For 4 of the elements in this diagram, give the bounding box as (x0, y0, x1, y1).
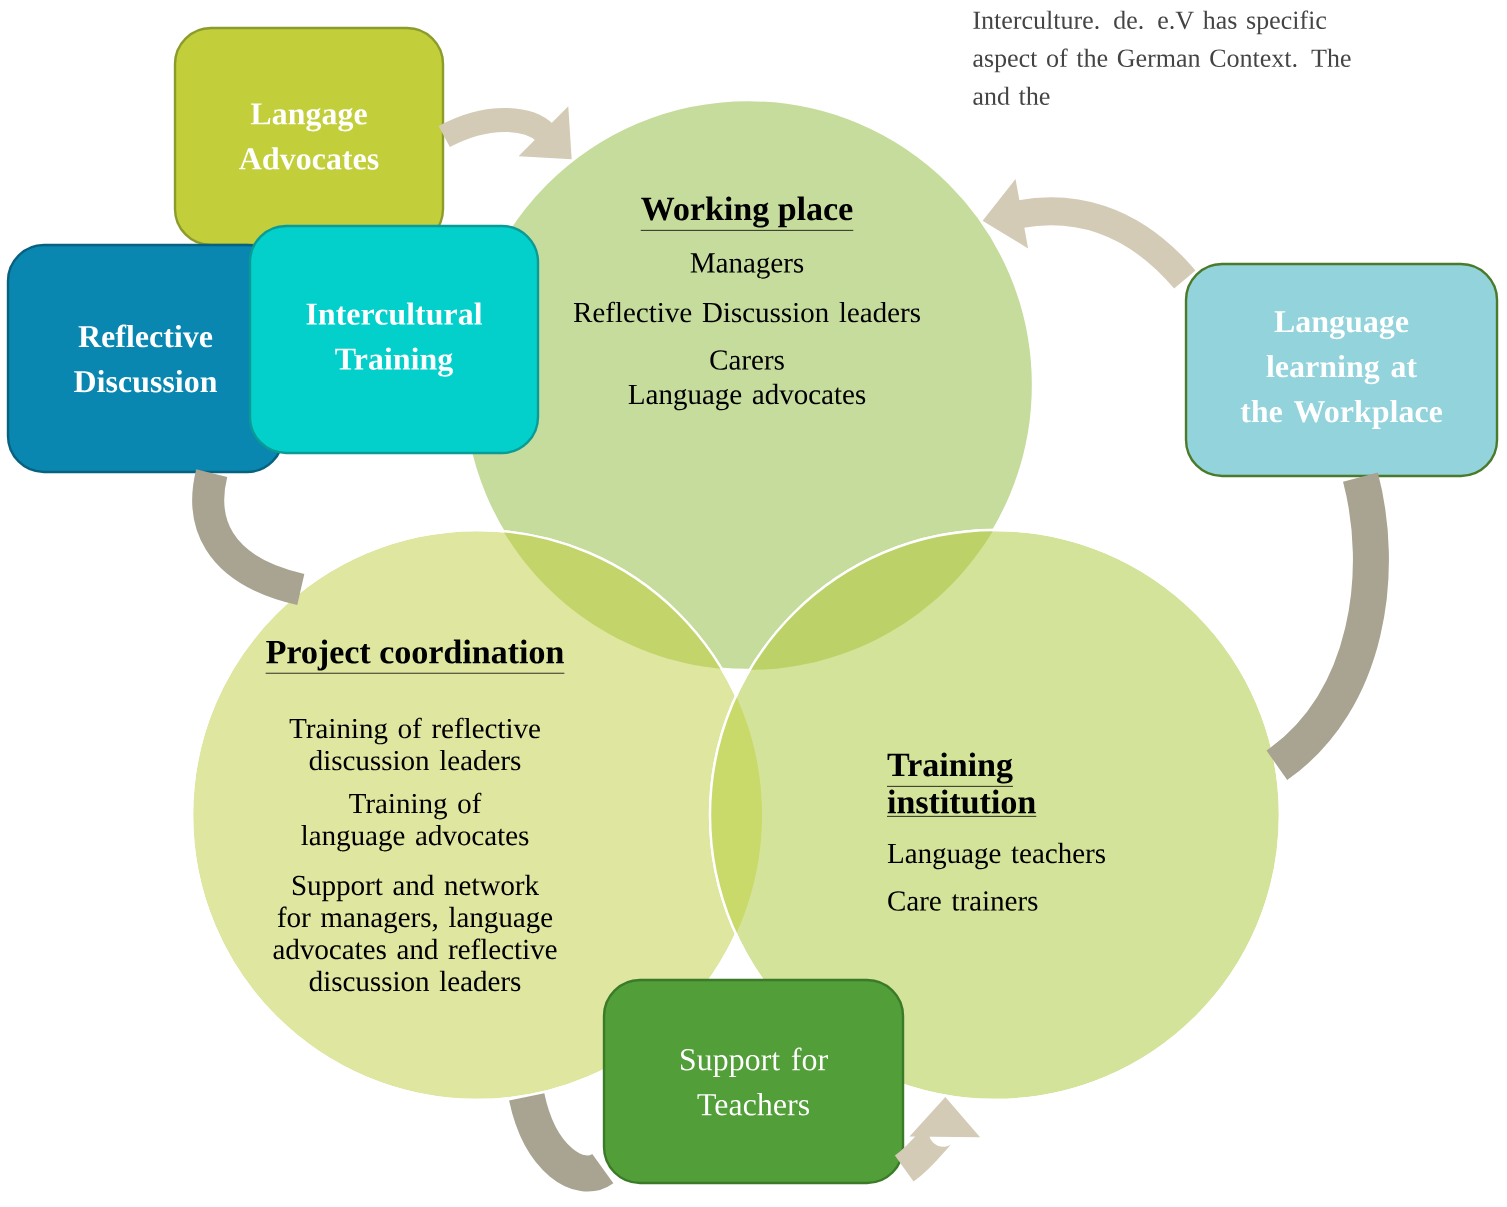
rounded-box: Langage Advocates (173, 26, 445, 247)
rounded-box: Support for Teachers (602, 978, 905, 1185)
rounded-box: Intercultural Training (248, 224, 540, 455)
rounded-box: Language learning at the Workplace (1184, 262, 1499, 478)
